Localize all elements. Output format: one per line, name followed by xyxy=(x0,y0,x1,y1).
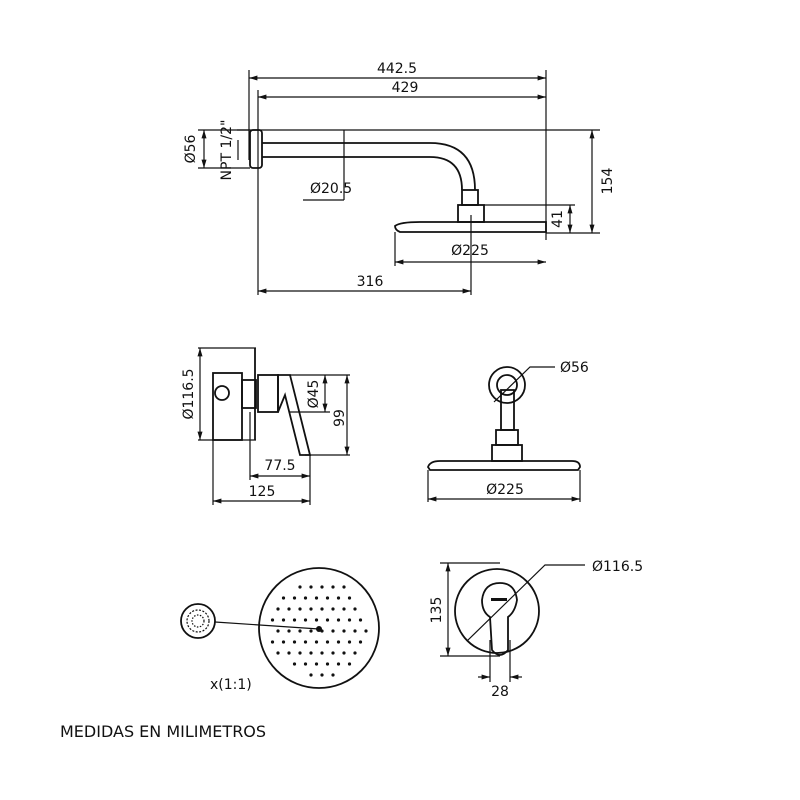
wall-flange xyxy=(249,129,263,169)
nozzle-dot xyxy=(309,629,313,633)
dim-label-valve-front-height: 135 xyxy=(429,597,445,624)
shower-head-face-view: x(1:1) xyxy=(180,567,380,693)
nozzle-dot xyxy=(298,585,302,589)
nozzle-dot xyxy=(298,629,302,633)
nozzle-dot xyxy=(276,629,280,633)
nozzle-dot xyxy=(287,651,291,655)
dim-label-depth-total: 125 xyxy=(249,484,276,500)
nozzle-dot xyxy=(331,651,335,655)
nozzle-dot xyxy=(281,640,286,644)
nozzle-dot xyxy=(347,596,352,600)
dim-label-overall-length: 442.5 xyxy=(377,61,417,77)
nozzle-dot xyxy=(320,607,324,611)
nozzle-dot xyxy=(303,662,308,666)
nozzle-dot xyxy=(270,640,275,644)
nozzle-dot xyxy=(325,618,330,622)
nozzle-dot xyxy=(303,596,308,600)
nozzle-dot xyxy=(292,618,297,622)
dim-label-head-height: 41 xyxy=(550,210,566,228)
nozzle-dot xyxy=(325,640,330,644)
dim-label-thread: NPT 1/2" xyxy=(219,120,235,181)
nozzle-dot xyxy=(276,651,280,655)
nozzle-dot xyxy=(320,673,324,677)
nozzle-dot xyxy=(358,640,363,644)
dim-label-handle-dia: Ø45 xyxy=(306,380,322,409)
valve-lever-front xyxy=(481,582,518,656)
nozzle-dot xyxy=(314,596,319,600)
nozzle-dot xyxy=(276,607,280,611)
nozzle-dot xyxy=(270,618,275,622)
shower-front-view: Ø225 Ø56 xyxy=(427,360,589,502)
nozzle-dot xyxy=(309,651,313,655)
nozzle-dot xyxy=(314,662,319,666)
dim-label-height: 154 xyxy=(600,168,616,195)
nozzle-dot xyxy=(353,629,357,633)
nozzle-dot xyxy=(314,640,319,644)
nozzle-dot xyxy=(320,651,324,655)
nozzle-dots xyxy=(270,585,368,677)
nozzle-dot xyxy=(287,629,291,633)
nozzle-dot xyxy=(336,618,341,622)
shower-arm-side-view: 442.5 429 41 154 Ø225 316 Ø20.5 Ø56 NPT … xyxy=(183,61,616,295)
nozzle-dot xyxy=(353,651,357,655)
nozzle-dot xyxy=(281,618,286,622)
nozzle-dot xyxy=(342,607,346,611)
nozzle-dot xyxy=(331,673,335,677)
dim-label-flange-dia: Ø56 xyxy=(183,134,199,163)
nozzle-dot xyxy=(336,596,341,600)
detail-scale-label: x(1:1) xyxy=(210,677,252,693)
units-note: MEDIDAS EN MILIMETROS xyxy=(60,722,267,741)
dim-label-valve-front-plate-dia: Ø116.5 xyxy=(592,559,643,575)
nozzle-dot xyxy=(331,629,335,633)
dim-label-head-dia: Ø225 xyxy=(451,243,489,259)
nozzle-dot xyxy=(325,596,330,600)
nozzle-dot xyxy=(287,607,291,611)
dim-label-projection: 316 xyxy=(357,274,384,290)
dim-label-depth-handle: 77.5 xyxy=(264,458,295,474)
nozzle-dot xyxy=(292,640,297,644)
nozzle-dot xyxy=(358,618,363,622)
nozzle-dot xyxy=(309,585,313,589)
nozzle-dot xyxy=(303,640,308,644)
shower-arm xyxy=(262,142,476,191)
nozzle-dot xyxy=(309,673,313,677)
nozzle-dot xyxy=(353,607,357,611)
nozzle-dot xyxy=(314,618,319,622)
nozzle-dot xyxy=(292,596,297,600)
nozzle-dot xyxy=(298,607,302,611)
dim-label-front-head-dia: Ø225 xyxy=(486,482,524,498)
nozzle-dot xyxy=(331,607,335,611)
nozzle-dot xyxy=(347,640,352,644)
valve-side-view: Ø116.5 Ø45 99 77.5 125 xyxy=(181,347,350,505)
nozzle-dot xyxy=(336,662,341,666)
dim-label-plate-dia: Ø116.5 xyxy=(181,368,197,419)
nozzle-dot xyxy=(309,607,313,611)
shower-head xyxy=(394,221,547,233)
dim-label-arm-dia: Ø20.5 xyxy=(310,181,352,197)
nozzle-dot xyxy=(347,662,352,666)
nozzle-dot xyxy=(303,618,308,622)
nozzle-dot xyxy=(336,640,341,644)
valve-front-view: 135 Ø116.5 28 xyxy=(429,559,643,700)
nozzle-dot xyxy=(331,585,335,589)
nozzle-dot xyxy=(364,629,368,633)
nozzle-dot xyxy=(342,585,346,589)
nozzle-dot xyxy=(281,596,286,600)
nozzle-dot xyxy=(292,662,297,666)
nozzle-dot xyxy=(342,629,346,633)
nozzle-dot xyxy=(325,662,330,666)
dim-label-front-flange-dia: Ø56 xyxy=(560,360,589,376)
dim-label-arm-length: 429 xyxy=(392,80,419,96)
dim-label-lever-width: 28 xyxy=(491,684,509,700)
nozzle-dot xyxy=(320,585,324,589)
nozzle-dot xyxy=(347,618,352,622)
nozzle-dot xyxy=(342,651,346,655)
nozzle-dot xyxy=(298,651,302,655)
dim-label-valve-height: 99 xyxy=(332,409,348,427)
